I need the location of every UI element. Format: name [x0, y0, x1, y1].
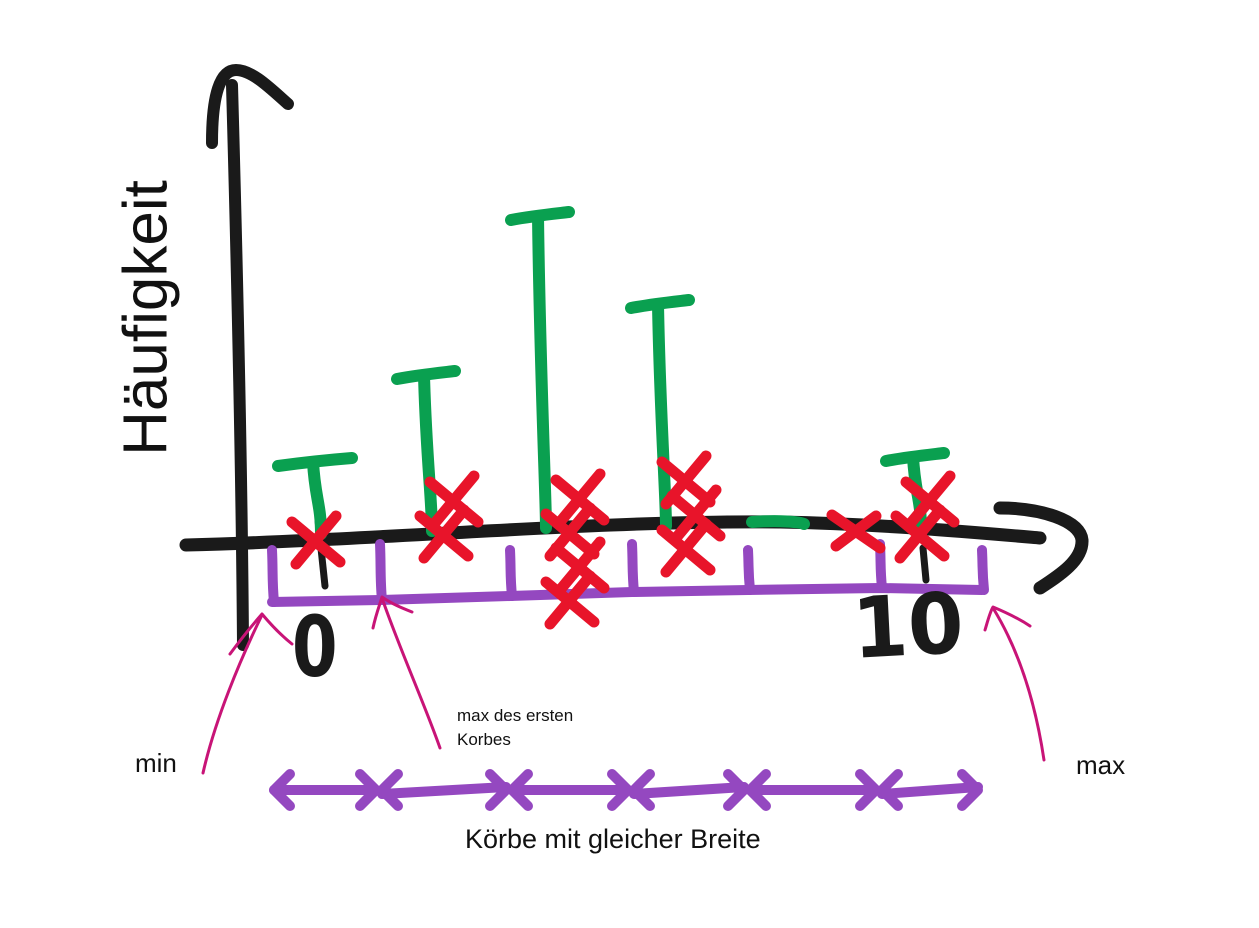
- min-label: min: [135, 748, 177, 778]
- y-axis-label: Häufigkeit: [111, 180, 181, 456]
- bar-bin-4: [625, 294, 695, 532]
- max-arrow: [983, 605, 1046, 762]
- x-axis-line: [179, 515, 1047, 552]
- bin-width-arrow: [877, 769, 983, 811]
- bar-bin-5: [746, 515, 810, 530]
- x-axis-arrowhead: [993, 501, 1089, 595]
- min-arrow: [201, 612, 294, 775]
- data-mark: [900, 470, 960, 530]
- frequency-bars: [272, 206, 950, 540]
- bin-width-arrow: [377, 769, 511, 811]
- tick-10: [919, 544, 930, 584]
- bin-edge: [505, 545, 517, 601]
- bin-width-arrow: [745, 769, 881, 811]
- data-mark: [286, 510, 346, 570]
- bin-width-arrow: [507, 769, 633, 811]
- bin-edge: [375, 539, 387, 605]
- bin-edge: [627, 539, 639, 597]
- bins-equal-width-label: Körbe mit gleicher Breite: [465, 824, 761, 854]
- bin-edge: [977, 545, 989, 595]
- y-axis: [206, 64, 294, 651]
- y-axis-line: [226, 79, 249, 651]
- bin-width-arrow: [629, 769, 749, 811]
- data-mark: [656, 518, 716, 578]
- bin-edge: [743, 545, 755, 595]
- bin-width-arrow: [269, 769, 381, 811]
- bin-edge: [267, 545, 279, 607]
- data-mark: [540, 502, 600, 562]
- data-mark: [540, 570, 600, 630]
- first-bin-max-label: max des ersten Korbes: [457, 706, 574, 749]
- max-label: max: [1076, 750, 1126, 780]
- data-marks: [286, 450, 960, 630]
- bin-width-arrows: [269, 769, 983, 811]
- data-mark: [656, 450, 716, 510]
- y-axis-arrowhead: [206, 64, 294, 149]
- data-mark: [826, 509, 886, 554]
- data-mark: [890, 504, 950, 564]
- data-mark: [424, 470, 484, 530]
- first-bin-max-arrow: [371, 595, 442, 750]
- x-axis: [179, 501, 1089, 595]
- annotation-arrows: [201, 595, 1046, 775]
- data-mark: [550, 468, 610, 528]
- x-tick-label-10: 10: [850, 573, 966, 678]
- data-mark: [414, 504, 474, 564]
- x-tick-label-0: 0: [292, 598, 338, 696]
